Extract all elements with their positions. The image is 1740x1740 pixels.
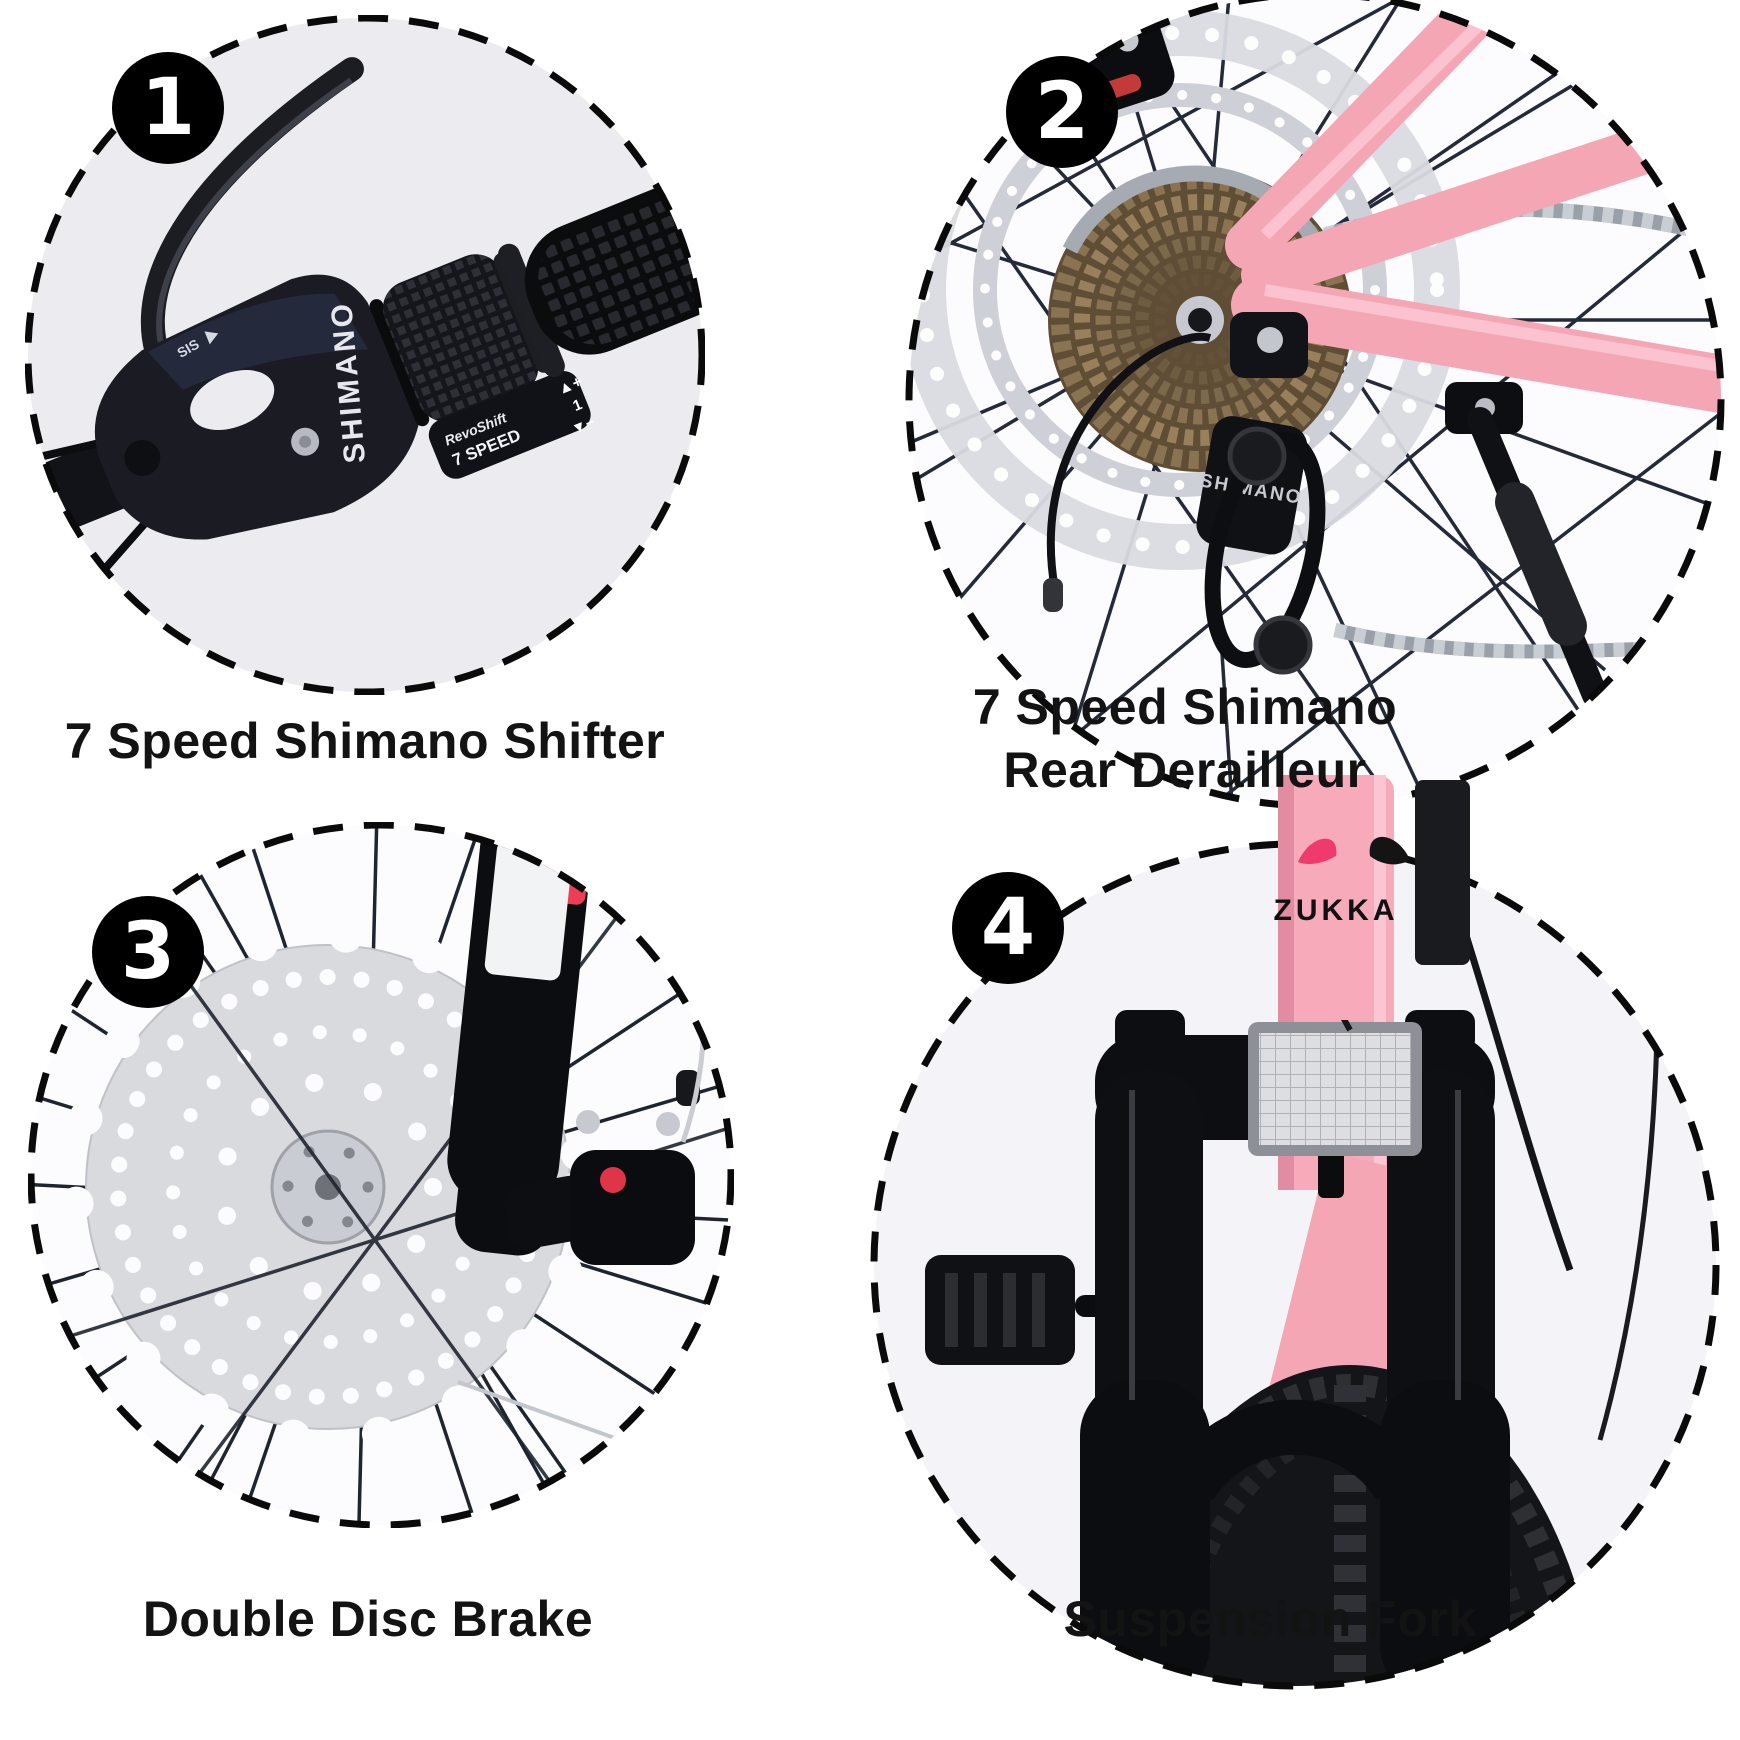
red-accent xyxy=(600,1167,626,1193)
sis-arrow-icon xyxy=(204,331,219,345)
step-badge-4: 4 xyxy=(952,872,1064,984)
step-badge-3: 3 xyxy=(92,896,204,1008)
lever-cutout xyxy=(190,370,275,431)
head-tube-top: ZUKKA xyxy=(1274,775,1470,1020)
kickstand xyxy=(1445,382,1608,708)
zukka-logo-icon xyxy=(1298,836,1410,865)
dashed-circle-border xyxy=(25,15,705,695)
caption-rear-derailleur: 7 Speed Shimano Rear Derailleur xyxy=(895,676,1475,802)
gear-indicator: RevoShift 7 SPEED ▲+ 1 ▼− xyxy=(428,370,598,479)
suspension-fork-illustration: ZUKKA xyxy=(870,775,1720,1690)
shifter-body: SIS SHIMANO xyxy=(94,274,421,540)
disc-brake-photo-content xyxy=(31,825,731,1525)
zukka-brand-label: ZUKKA xyxy=(1274,894,1399,927)
handlebar-grip xyxy=(497,171,702,378)
fork-arch xyxy=(1166,1399,1424,1502)
cable-housing xyxy=(683,825,699,888)
caption-suspension-fork: Suspension Fork xyxy=(1063,1591,1477,1647)
rear-derailleur-illustration: SHIMANO xyxy=(905,0,1725,810)
fork-photo-content xyxy=(874,844,1716,1686)
step-badge-1: 1 xyxy=(112,52,224,164)
caption-line-1: 7 Speed Shimano xyxy=(972,679,1398,735)
fork-leg xyxy=(447,825,595,1256)
caption-line-2: Rear Derailleur xyxy=(1003,742,1367,798)
fork-crown-and-legs xyxy=(1080,1010,1510,1686)
disc-brake-illustration xyxy=(28,822,734,1528)
pedal xyxy=(925,1255,1135,1365)
caption-shifter: 7 Speed Shimano Shifter xyxy=(64,713,666,769)
white-decal xyxy=(484,840,573,981)
cable-clamp-box xyxy=(1415,780,1470,965)
shifter-illustration: SIS SHIMANO RevoShift 7 SPEED ▲+ 1 xyxy=(25,15,705,695)
derailleur-photo-content: SHIMANO xyxy=(909,0,1721,806)
reflector xyxy=(1248,1022,1422,1198)
caption-disc-brake: Double Disc Brake xyxy=(142,1591,594,1647)
shimano-derailleur: SHIMANO xyxy=(1043,312,1326,675)
step-badge-2: 2 xyxy=(1006,56,1118,168)
dashed-circle-border xyxy=(870,840,1720,1690)
dashed-circle-border xyxy=(28,822,734,1528)
hub-bolts xyxy=(282,1141,374,1233)
